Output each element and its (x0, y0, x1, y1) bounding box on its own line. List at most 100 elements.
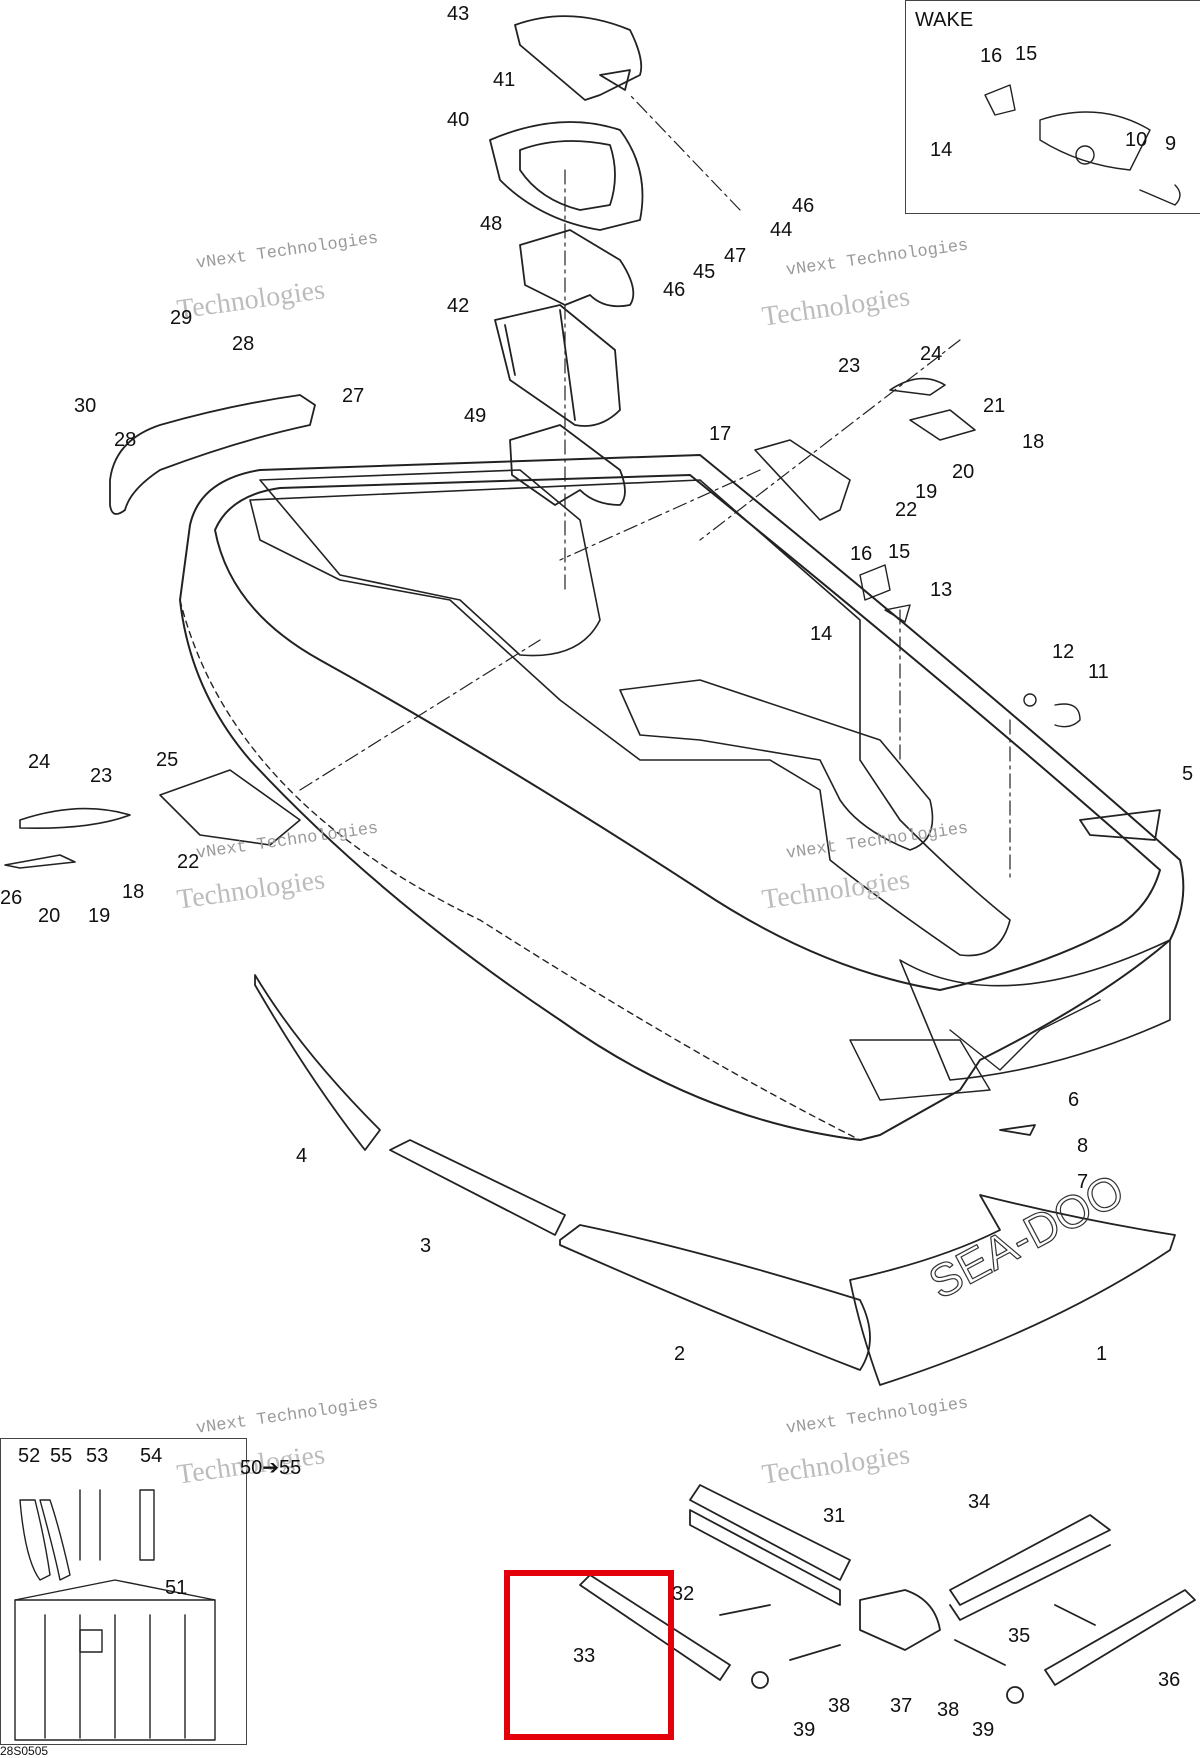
highlight-box-33[interactable] (504, 1570, 674, 1740)
part-label-highlighted[interactable]: 33 (573, 1645, 596, 1667)
part-34 (949, 1514, 1111, 1606)
vent-assembly-right (754, 377, 976, 521)
part-label: 35 (1008, 1625, 1031, 1647)
bin-frame-40 (489, 121, 644, 231)
seal-49 (509, 424, 626, 506)
part-label: 18 (122, 881, 145, 903)
part-label: 19 (915, 481, 938, 503)
storage-assembly (489, 15, 644, 506)
part-label: 8 (1077, 1135, 1089, 1157)
decal-6 (999, 1124, 1036, 1136)
part-label: 19 (88, 905, 111, 927)
brand-text: SEA-DOO (920, 1163, 1132, 1309)
wake-inset-title: WAKE (915, 9, 974, 31)
explosion-lines (299, 94, 1011, 881)
bumper-parts (579, 1484, 1196, 1704)
part-label: 30 (74, 395, 97, 417)
part-label: 24 (920, 343, 943, 365)
part-label: 38 (828, 1695, 851, 1717)
part-label: 16 (980, 45, 1003, 67)
part-label: 14 (810, 623, 833, 645)
part-label: 23 (90, 765, 113, 787)
part-31 (689, 1484, 851, 1581)
part-label: 25 (156, 749, 179, 771)
part-label: 48 (480, 213, 503, 235)
part-label: 11 (1088, 661, 1109, 683)
cover-43 (514, 15, 643, 101)
part-label: 2 (674, 1343, 686, 1365)
part-label: 42 (447, 295, 470, 317)
part-label: 53 (86, 1445, 109, 1467)
part-label: 6 (1068, 1089, 1080, 1111)
decal-2 (559, 1224, 871, 1371)
part-label: 52 (18, 1445, 41, 1467)
decal-3 (389, 1139, 566, 1236)
decal-1 (849, 1194, 1176, 1386)
part-label: 43 (447, 3, 470, 25)
part-label: 39 (793, 1719, 816, 1741)
part-label: 23 (838, 355, 861, 377)
part-label: 46 (663, 279, 686, 301)
part-label: 45 (693, 261, 716, 283)
vent-assembly-left (4, 769, 301, 869)
part-label: 55 (50, 1445, 73, 1467)
decal-5 (1079, 809, 1161, 841)
seal-48 (519, 229, 635, 308)
part-label: 29 (170, 307, 193, 329)
bin-42 (494, 304, 621, 427)
part-label: 7 (1077, 1171, 1089, 1193)
part-label: 46 (792, 195, 815, 217)
part-label: 47 (724, 245, 747, 267)
part-label: 20 (952, 461, 975, 483)
part-label: 32 (672, 1583, 695, 1605)
document-id: 28S0505 (0, 1744, 49, 1758)
part-label: 18 (1022, 431, 1045, 453)
part-label: 41 (493, 69, 516, 91)
part-label: 21 (983, 395, 1006, 417)
part-label: 44 (770, 219, 793, 241)
tools-inset-box (0, 1438, 247, 1745)
part-label: 15 (1015, 43, 1038, 65)
part-36 (1044, 1589, 1196, 1686)
part-label: 27 (342, 385, 365, 407)
part-label: 34 (968, 1491, 991, 1513)
part-label: 3 (420, 1235, 432, 1257)
part-label: 5 (1182, 763, 1194, 785)
wake-inset-box (905, 0, 1200, 214)
part-label: 49 (464, 405, 487, 427)
part-label: 20 (38, 905, 61, 927)
decal-4 (254, 974, 381, 1151)
part-label: 54 (140, 1445, 163, 1467)
part-label: 31 (823, 1505, 846, 1527)
part-label: 15 (888, 541, 911, 563)
part-label: 28 (232, 333, 255, 355)
part-label: 16 (850, 543, 873, 565)
part-label: 9 (1165, 133, 1177, 155)
hull (179, 454, 1185, 1141)
part-label: 1 (1096, 1343, 1108, 1365)
hardware-right (859, 564, 1081, 728)
part-label: 12 (1052, 641, 1075, 663)
part-label: 40 (447, 109, 470, 131)
part-label: 51 (165, 1577, 188, 1599)
part-label: 39 (972, 1719, 995, 1741)
part-label: 36 (1158, 1669, 1181, 1691)
part-label: 10 (1125, 129, 1148, 151)
part-37 (859, 1589, 941, 1651)
tools-inset-parts (14, 1489, 216, 1741)
part-label: 14 (930, 139, 953, 161)
part-label: 28 (114, 429, 137, 451)
part-label: 37 (890, 1695, 913, 1717)
part-label: 24 (28, 751, 51, 773)
wake-inset-parts (984, 84, 1181, 206)
part-label: 22 (177, 851, 200, 873)
handle-27 (109, 394, 316, 515)
part-label: 38 (937, 1699, 960, 1721)
part-label: 26 (0, 887, 23, 909)
part-label: 22 (895, 499, 918, 521)
part-label: 13 (930, 579, 953, 601)
part-label: 17 (709, 423, 732, 445)
part-label: 4 (296, 1145, 308, 1167)
range-label: 50➔55 (240, 1457, 302, 1479)
